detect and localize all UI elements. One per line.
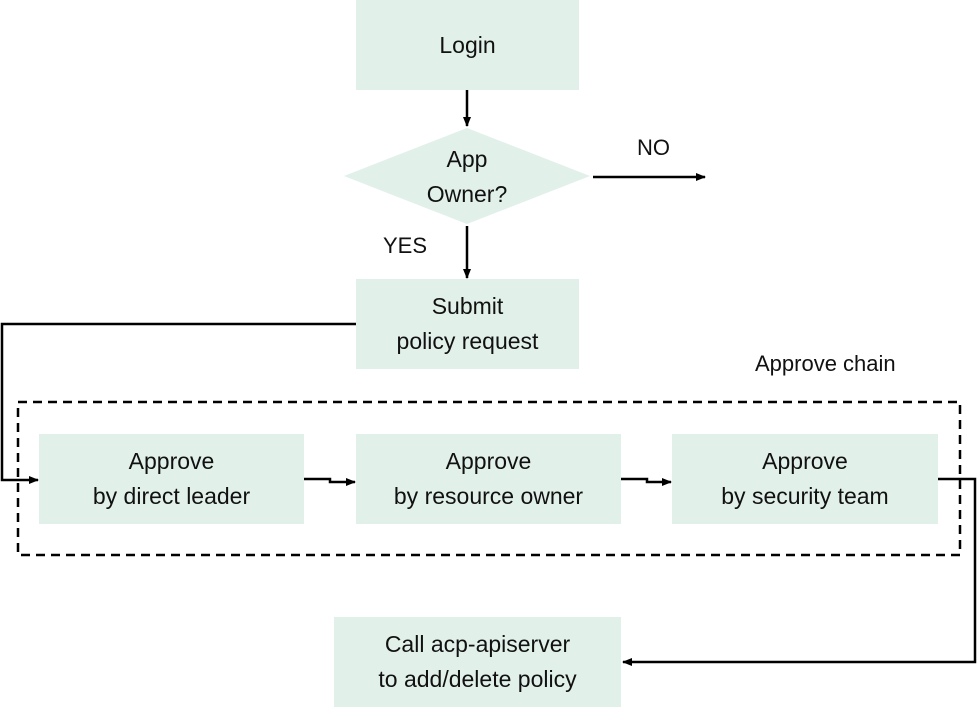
arrow-leader-to-resource [304, 477, 356, 486]
arrow-resource-to-security [621, 477, 672, 486]
decision-line-2: Owner? [426, 181, 508, 207]
resource-line-2: by resource owner [393, 483, 584, 509]
arrow-security-to-call [622, 477, 977, 666]
arrow-submit-to-leader [0, 322, 356, 484]
call-line-1: Call acp-apiserver [384, 631, 571, 657]
call-apiserver-node: Call acp-apiserver to add/delete policy [334, 617, 621, 707]
login-label: Login [439, 31, 496, 58]
leader-line-1: Approve [128, 448, 215, 474]
approve-resource-owner-node: Approve by resource owner [356, 434, 621, 524]
app-owner-decision-text: App Owner? [392, 142, 542, 212]
security-line-1: Approve [762, 448, 848, 474]
leader-line-2: by direct leader [92, 483, 251, 509]
submit-policy-request-node: Submit policy request [356, 279, 579, 369]
resource-line-1: Approve [445, 448, 532, 474]
decision-line-1: App [446, 146, 488, 172]
approve-chain-boundary [16, 400, 962, 557]
submit-line-1: Submit [431, 293, 504, 319]
security-line-2: by security team [721, 483, 889, 509]
submit-line-2: policy request [396, 328, 539, 354]
no-label: NO [637, 135, 670, 160]
approve-chain-label: Approve chain [755, 351, 896, 376]
approve-security-team-node: Approve by security team [672, 434, 938, 524]
yes-label: YES [383, 233, 428, 258]
call-line-2: to add/delete policy [378, 666, 577, 692]
login-node: Login [356, 0, 579, 90]
approve-direct-leader-node: Approve by direct leader [39, 434, 304, 524]
decision-diamond [344, 128, 590, 224]
